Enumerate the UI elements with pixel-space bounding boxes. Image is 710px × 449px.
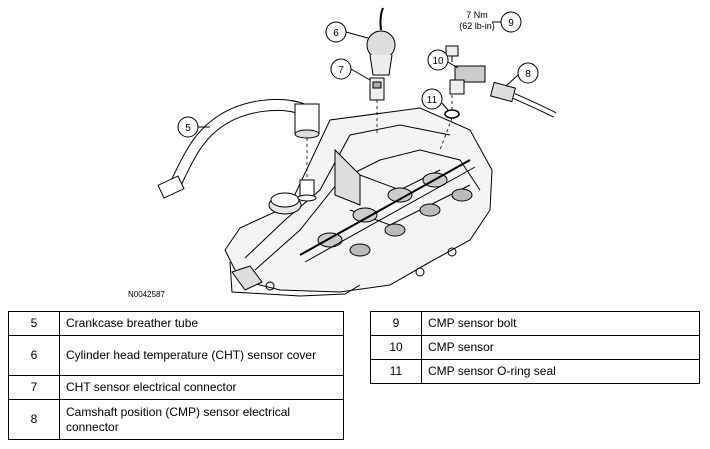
svg-text:11: 11 — [427, 95, 438, 106]
assembly-lines — [306, 95, 453, 180]
legend-number: 7 — [8, 375, 60, 400]
legend-row: 10 CMP sensor — [370, 335, 700, 360]
legend-table-left: 5 Crankcase breather tube 6 Cylinder hea… — [8, 311, 344, 440]
legend-number: 6 — [8, 335, 60, 376]
legend-number: 10 — [370, 335, 422, 360]
cmp-sensor-illustration — [449, 65, 486, 95]
legend-row: 8 Camshaft position (CMP) sensor electri… — [8, 399, 344, 440]
legend-number: 11 — [370, 359, 422, 384]
legend-description: Camshaft position (CMP) sensor electrica… — [59, 399, 344, 440]
legend-description: CMP sensor bolt — [421, 311, 700, 336]
crankcase-breather-tube-illustration — [157, 99, 320, 199]
callout-8: 8 — [505, 62, 539, 87]
callout-6: 6 — [325, 21, 369, 43]
svg-text:6: 6 — [333, 28, 339, 39]
callout-10: 10 — [427, 49, 459, 71]
figure-id: N0042587 — [128, 290, 165, 299]
svg-text:9: 9 — [508, 18, 514, 29]
cht-connector-illustration — [369, 77, 385, 101]
breather-fitting — [297, 179, 317, 202]
legend-table-right: 9 CMP sensor bolt 10 CMP sensor 11 CMP s… — [370, 311, 700, 384]
svg-text:10: 10 — [432, 56, 444, 67]
svg-text:8: 8 — [525, 69, 531, 80]
legend-description: Cylinder head temperature (CHT) sensor c… — [59, 335, 344, 376]
torque-value: 7 Nm — [466, 10, 488, 20]
legend-description: CHT sensor electrical connector — [59, 375, 344, 400]
callout-9: 9 — [492, 11, 522, 33]
svg-text:7: 7 — [338, 65, 344, 76]
engine-exploded-diagram: 5 6 7 8 9 10 11 7 Nm (62 lb-in) N0042587 — [128, 7, 557, 299]
callout-7: 7 — [330, 58, 371, 81]
legend-row: 7 CHT sensor electrical connector — [8, 375, 344, 400]
legend-number: 8 — [8, 399, 60, 440]
callout-5: 5 — [177, 116, 210, 138]
torque-unit-alt: (62 lb-in) — [459, 21, 495, 31]
legend-description: Crankcase breather tube — [59, 311, 344, 336]
legend-row: 9 CMP sensor bolt — [370, 311, 700, 336]
legend-number: 5 — [8, 311, 60, 336]
legend-row: 5 Crankcase breather tube — [8, 311, 344, 336]
legend-row: 11 CMP sensor O-ring seal — [370, 359, 700, 384]
svg-text:5: 5 — [185, 123, 191, 134]
legend-description: CMP sensor — [421, 335, 700, 360]
legend-description: CMP sensor O-ring seal — [421, 359, 700, 384]
cmp-sensor-bolt-illustration — [445, 45, 459, 62]
callout-11: 11 — [421, 88, 449, 111]
legend-row: 6 Cylinder head temperature (CHT) sensor… — [8, 335, 344, 376]
legend-number: 9 — [370, 311, 422, 336]
cmp-oring-illustration — [444, 109, 460, 119]
cht-sensor-cover-illustration — [366, 7, 396, 76]
cylinder-head-illustration — [224, 107, 493, 297]
cmp-connector-illustration — [489, 81, 557, 118]
